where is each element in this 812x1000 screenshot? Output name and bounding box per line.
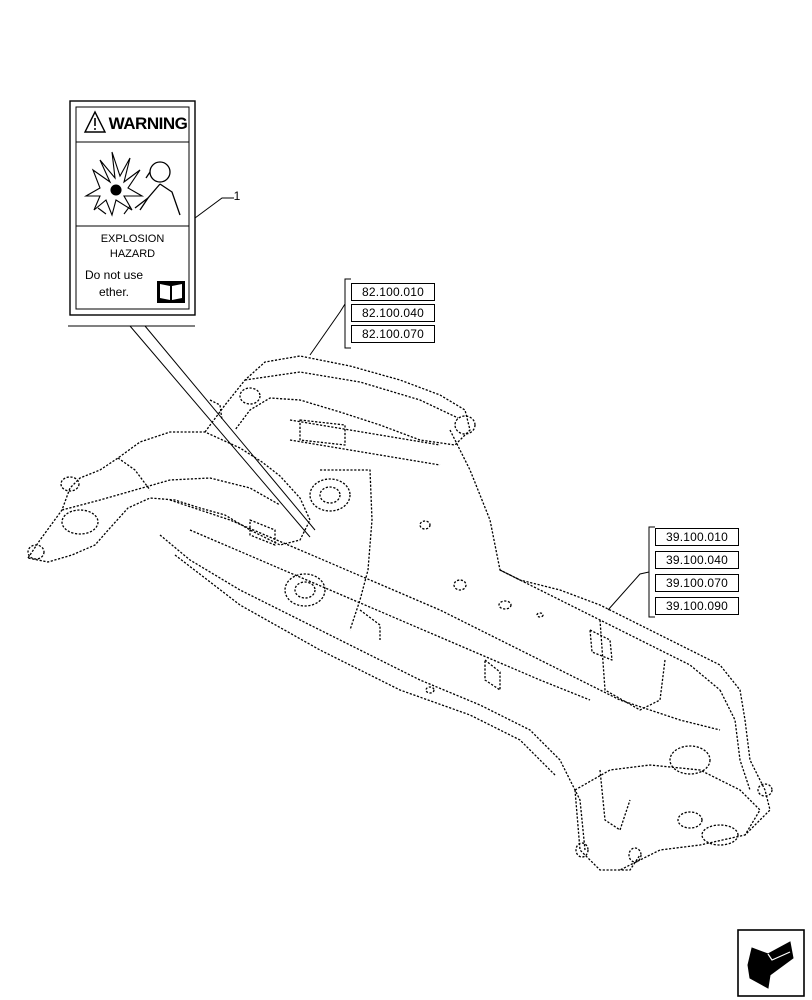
rear-bracket (574, 764, 761, 836)
reference-code-box[interactable]: 82.100.010 (351, 283, 435, 301)
instruction-line-1: Do not use (84, 268, 144, 282)
loader-arm-outline (27, 431, 311, 563)
hazard-line-2: HAZARD (109, 248, 156, 260)
instruction-line-2: ether. (98, 285, 130, 299)
callout-1-leader (194, 197, 234, 219)
ref-39-leader (607, 571, 650, 611)
reference-code-box[interactable]: 39.100.010 (655, 528, 739, 546)
ref-39-bracket (648, 526, 655, 618)
warning-title: WARNING (108, 114, 188, 133)
reference-code-box[interactable]: 39.100.070 (655, 574, 739, 592)
reference-code-box[interactable]: 82.100.070 (351, 325, 435, 343)
label-pointer-line-b (129, 325, 311, 538)
reference-code-box[interactable]: 82.100.040 (351, 304, 435, 322)
main-frame-lower-rail (159, 534, 586, 851)
ref-82-leader (309, 303, 346, 356)
hazard-line-1: EXPLOSION (100, 233, 165, 245)
upper-arm-outline (204, 355, 471, 446)
reference-code-box[interactable]: 39.100.040 (655, 551, 739, 569)
reference-code-box[interactable]: 39.100.090 (655, 597, 739, 615)
right-frame-wall (449, 429, 771, 871)
callout-number-1: 1 (233, 189, 241, 203)
main-frame-upper-rail (169, 499, 721, 731)
label-pointer-line-c (144, 325, 316, 531)
ref-82-bracket (344, 278, 351, 349)
